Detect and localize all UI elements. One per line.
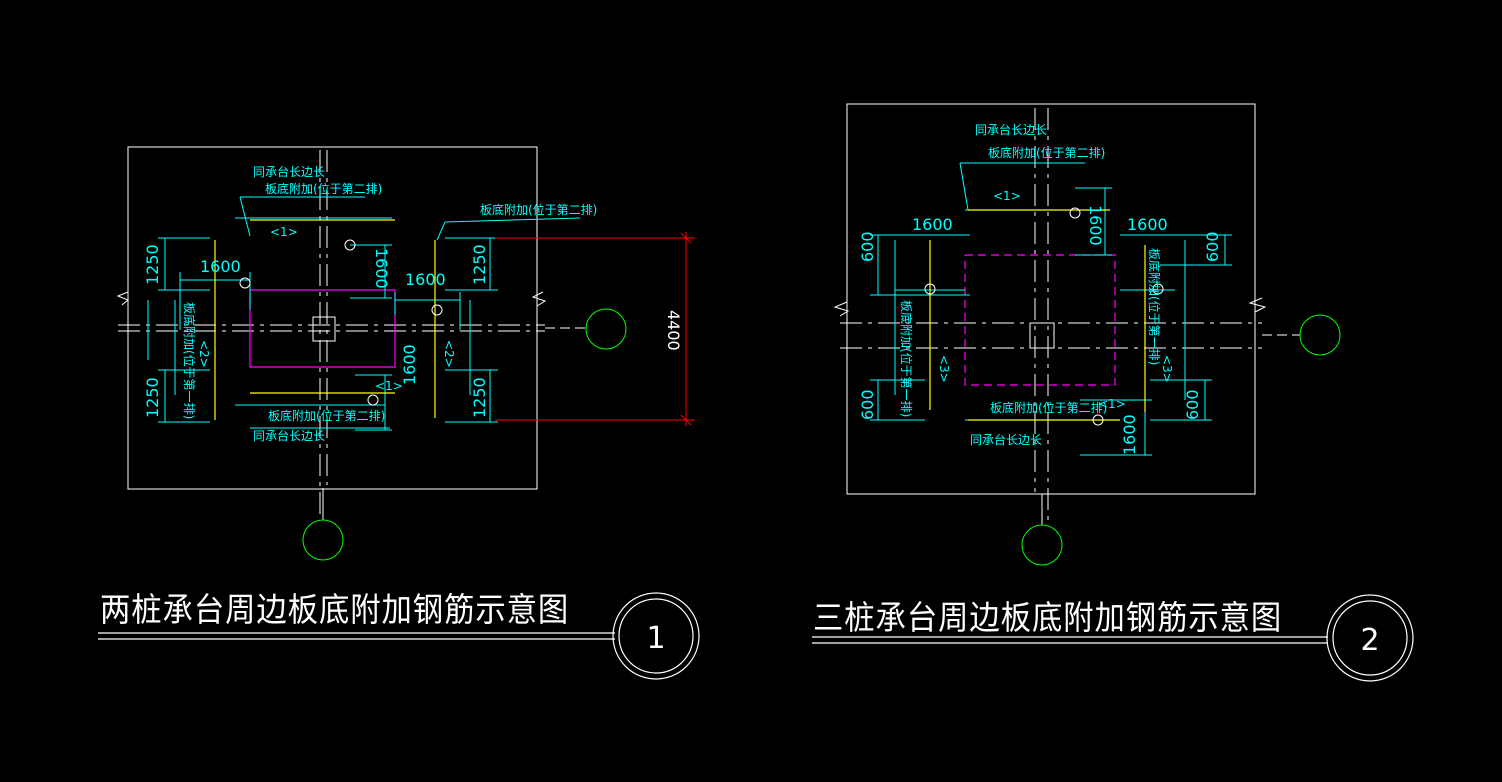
note-top-additional: 板底附加(位于第二排) — [265, 181, 382, 196]
drawing-number-bubble — [612, 592, 700, 680]
drawing-1-rebar-points — [239, 239, 443, 406]
drawing-number-bubble — [1326, 594, 1414, 682]
drawing-1: 1600 1600 1600 1600 1250 1250 1250 1250 … — [98, 146, 700, 680]
drawing-2-cap-outline — [964, 254, 1116, 386]
note-left-vertical: 板底附加(位于第一排) — [182, 302, 197, 419]
dim-1250: 1250 — [470, 244, 489, 285]
drawing-2-rebar — [929, 209, 1146, 421]
drawing-1-cap-outline — [249, 289, 396, 368]
axis-bubble-right — [585, 308, 627, 350]
note-left-vertical: 板底附加(位于第一排) — [899, 300, 914, 417]
note-top-mark: <1> — [993, 189, 1021, 203]
drawing-2-rebar-points — [924, 207, 1164, 426]
drawing-2-frame — [846, 103, 1256, 495]
note-top-length: 同承台长边长 — [253, 164, 325, 179]
drawing-2: 1600 1600 1600 1600 600 600 600 600 同承台长… — [812, 103, 1414, 682]
break-mark-left — [833, 301, 850, 317]
note-top-mark: <1> — [270, 225, 298, 239]
dim-1600: 1600 — [912, 215, 953, 234]
note-left-mark: <3> — [937, 355, 951, 383]
column — [312, 316, 336, 342]
dim-1600: 1600 — [405, 270, 446, 289]
drawing-number-bubble-inner — [618, 598, 694, 674]
note-left-mark: <2> — [197, 340, 211, 368]
break-mark-left — [116, 291, 129, 306]
dim-1600: 1600 — [400, 344, 419, 385]
note-bottom-mark: <1> — [375, 379, 403, 393]
drawing-1-frame — [127, 146, 538, 490]
dim-600: 600 — [1183, 389, 1202, 420]
drawing-1-overall-dimension — [495, 232, 695, 426]
note-right-additional: 板底附加(位于第二排) — [480, 202, 597, 217]
note-right-mark: <2> — [442, 340, 456, 368]
note-right-vertical: 板底附加(位于第一排) — [1147, 248, 1162, 365]
axis-bubble-bottom — [302, 519, 344, 561]
dim-4400: 4400 — [664, 310, 683, 351]
drawing-number: 1 — [646, 621, 665, 656]
dim-1600: 1600 — [1120, 414, 1139, 455]
dim-600: 600 — [858, 231, 877, 262]
dim-1250: 1250 — [143, 377, 162, 418]
drawing-number: 2 — [1360, 623, 1379, 658]
note-top-additional: 板底附加(位于第二排) — [988, 145, 1105, 160]
drawing-title: 两桩承台周边板底附加钢筋示意图 — [100, 590, 570, 629]
break-mark-right — [1248, 297, 1267, 313]
note-bottom-length: 同承台长边长 — [253, 428, 325, 443]
note-right-mark: <3> — [1160, 355, 1174, 383]
dim-1250: 1250 — [143, 244, 162, 285]
dim-600: 600 — [1203, 231, 1222, 262]
note-bottom-additional: 板底附加(位于第二排) — [268, 408, 385, 423]
dim-1600: 1600 — [372, 248, 391, 289]
drawing-number-bubble-inner — [1332, 600, 1408, 676]
note-bottom-length: 同承台长边长 — [970, 432, 1042, 447]
note-bottom-mark: <1> — [1098, 397, 1126, 411]
drawing-1-rebar — [214, 219, 436, 420]
axis-bubble-bottom — [1021, 524, 1063, 566]
drawing-title: 三桩承台周边板底附加钢筋示意图 — [813, 598, 1283, 637]
dim-1600: 1600 — [200, 257, 241, 276]
drawing-1-title-underline — [98, 632, 615, 640]
dim-1600: 1600 — [1086, 205, 1105, 246]
drawing-2-title-underline — [812, 636, 1328, 644]
column — [1029, 322, 1055, 349]
dim-1250: 1250 — [470, 377, 489, 418]
drawing-1-dimension-lines — [147, 196, 581, 431]
axis-bubble-right — [1299, 314, 1341, 356]
dim-1600: 1600 — [1127, 215, 1168, 234]
break-mark-right — [531, 291, 547, 307]
note-bottom-additional: 板底附加(位于第二排) — [990, 400, 1107, 415]
dim-600: 600 — [858, 389, 877, 420]
note-top-length: 同承台长边长 — [975, 122, 1047, 137]
